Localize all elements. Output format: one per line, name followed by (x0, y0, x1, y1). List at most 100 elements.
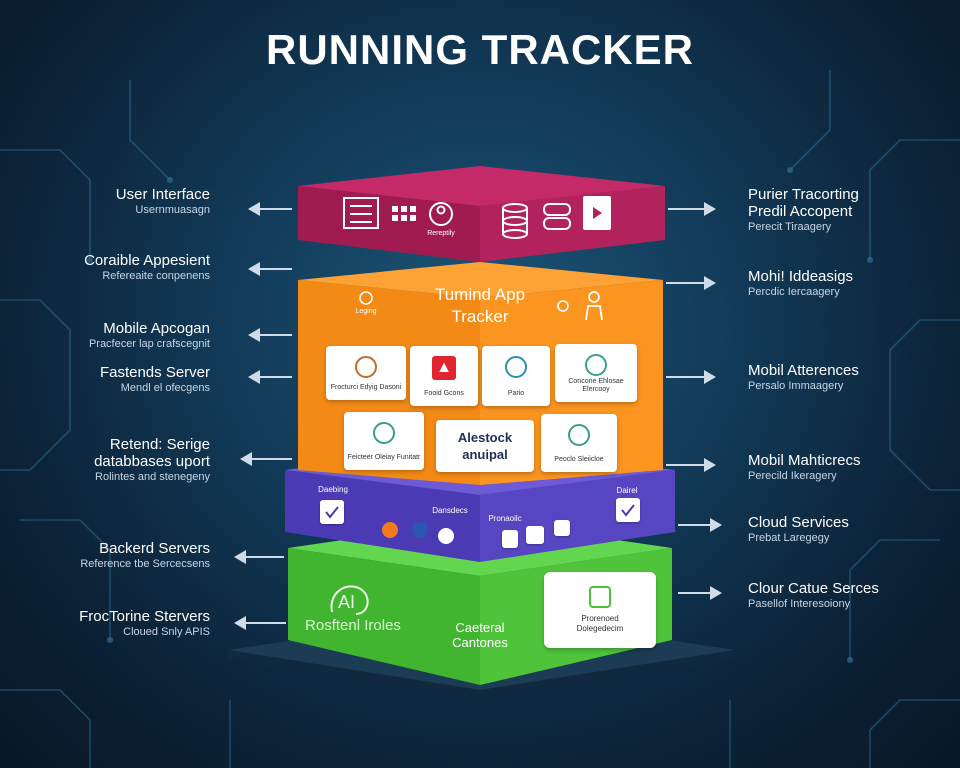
app-card-2[interactable]: ▲ Fooid Gcons (410, 346, 478, 406)
right-label-1-main: Purier Tracorting (748, 186, 859, 203)
ui-icon-caption: Rereptily (427, 230, 455, 237)
ui-profile-icon (429, 202, 453, 226)
left-label-5-sub: Rolintes and stenegeny (95, 471, 210, 483)
data-tile-2[interactable] (526, 526, 544, 544)
left-label-1-sub: Usernmuasagn (135, 204, 210, 216)
right-arrow-1 (668, 202, 716, 216)
data-tile-3[interactable] (554, 520, 570, 536)
app-layer-title-line1: Tumind App (434, 285, 526, 304)
app-card-3-caption: Pario (507, 390, 525, 397)
app-card-6-title: Alestock (436, 430, 534, 445)
svg-text:AI: AI (338, 592, 355, 612)
server-left-text: Rosftenl Iroles (298, 618, 408, 634)
heart-icon (568, 424, 590, 446)
right-label-4-main: Mobil Mahticrecs (748, 452, 861, 469)
app-card-7-caption: Peoclo Sleiicloe (554, 456, 604, 463)
leaf-icon (373, 422, 395, 444)
left-label-2: Coraible Appesient Refereaite conpenens (0, 252, 210, 283)
left-label-5-main: Retend: Serige (109, 436, 210, 453)
right-arrow-6 (678, 586, 722, 600)
left-label-4: Fastends Server Mendl el ofecgens (0, 364, 210, 395)
left-label-7-sub: Cloued Snly APIS (123, 626, 210, 638)
app-card-5[interactable]: Feicteer Oleiay Funitatr (344, 412, 424, 470)
app-dot-icon (557, 300, 569, 312)
left-label-2-sub: Refereaite conpenens (102, 270, 210, 282)
right-label-6: Clour Catue Serces Pasellof Interesoiony (748, 580, 960, 611)
left-label-6: Backerd Servers Reference tbe Sercecsens (0, 540, 210, 571)
storage-icon (543, 203, 571, 230)
left-label-3: Mobile Apcogan Pracfecer lap crafscegnit (0, 320, 210, 351)
right-label-2: Mohi! Iddeasigs Percdic Iercaagery (748, 268, 960, 299)
ui-layer-top (298, 166, 665, 206)
right-label-2-main: Mohi! Iddeasigs (748, 268, 854, 285)
check-icon-right (621, 504, 635, 517)
ui-grid-icon (392, 206, 416, 221)
right-label-1-sub: Perecit Tiraagery (748, 221, 832, 233)
left-label-6-main: Backerd Servers (99, 540, 210, 557)
linkedin-icon (412, 522, 428, 538)
server-mid-line1: Caeteral (455, 620, 505, 635)
server-mid-line2: Cantones (452, 635, 508, 650)
right-arrow-4 (666, 458, 716, 472)
data-label-mid: Dansdecs (432, 506, 468, 515)
app-card-1[interactable]: Frocturci Edyig Dasoni (326, 346, 406, 400)
left-label-4-sub: Mendl el ofecgens (120, 382, 210, 394)
data-tile-1[interactable] (502, 530, 518, 548)
server-card-line2: Dolegedecim (576, 624, 624, 633)
right-label-6-sub: Pasellof Interesoiony (748, 598, 851, 610)
check-tile-right[interactable] (616, 498, 640, 522)
right-label-5-main: Cloud Services (748, 514, 849, 531)
ui-dashboard-icon (343, 197, 379, 229)
app-left-icon (359, 291, 373, 305)
app-card-7[interactable]: Peoclo Sleiicloe (541, 414, 617, 472)
right-arrow-5 (678, 518, 722, 532)
data-label-left: Daebing (318, 485, 348, 494)
app-card-4[interactable]: Concone Ehlosae Elercooy (555, 344, 637, 402)
left-label-3-main: Mobile Apcogan (103, 320, 210, 337)
right-arrow-3 (666, 370, 716, 384)
right-label-3-sub: Persalo Immaagery (748, 380, 844, 392)
left-label-1: User Interface Usernmuasagn (0, 186, 210, 217)
left-arrow-1 (248, 202, 292, 216)
left-label-2-main: Coraible Appesient (84, 252, 210, 269)
play-card-icon (583, 196, 611, 230)
right-label-4-sub: Perecild Ikeragery (748, 470, 837, 482)
right-label-3-main: Mobil Atterences (748, 362, 859, 379)
app-card-3[interactable]: Pario (482, 346, 550, 406)
left-label-3-sub: Pracfecer lap crafscegnit (88, 338, 210, 350)
location-icon (505, 356, 527, 378)
left-label-5-main2: databbases uport (94, 453, 210, 470)
check-icon (325, 506, 339, 519)
ai-brain-icon: AI (330, 585, 369, 615)
server-left-line2: Iroles (364, 617, 401, 634)
server-mid-text: Caeteral Cantones (440, 620, 520, 650)
right-label-5-sub: Prebat Laregegy (748, 532, 830, 544)
page-title: Running Tracker (266, 26, 694, 73)
app-card-6-line1: Alestock (457, 430, 513, 445)
app-card-2-caption: Fooid Gcons (424, 390, 464, 397)
app-card-6-line2: anuipal (462, 447, 508, 462)
app-card-6[interactable]: Alestock anuipal (436, 420, 534, 472)
data-label-mid2: Pronaoilc (488, 514, 522, 523)
app-layer-top (298, 262, 663, 298)
left-arrow-5 (240, 452, 292, 466)
right-label-1: Purier Tracorting Predil Accopent Pereci… (748, 186, 960, 234)
server-card-icon (589, 586, 611, 608)
check-tile-left[interactable] (320, 500, 344, 524)
app-logo-icon: ▲ (432, 356, 456, 380)
right-label-4: Mobil Mahticrecs Perecild Ikeragery (748, 452, 960, 483)
chat-icon (438, 528, 454, 544)
sync-icon (585, 354, 607, 376)
right-label-5: Cloud Services Prebat Laregegy (748, 514, 960, 545)
left-arrow-6 (234, 550, 284, 564)
server-left-line1: Rosftenl (305, 617, 361, 634)
app-badge-icon (382, 522, 398, 538)
database-icon (502, 203, 528, 239)
left-arrow-4 (248, 370, 292, 384)
app-layer-title-line2: Tracker (451, 307, 509, 326)
data-label-right: Dairel (616, 486, 638, 495)
server-card[interactable]: Prorenoed Dolegedecim (544, 572, 656, 648)
left-arrow-2 (248, 262, 292, 276)
left-label-4-main: Fastends Server (99, 364, 210, 381)
